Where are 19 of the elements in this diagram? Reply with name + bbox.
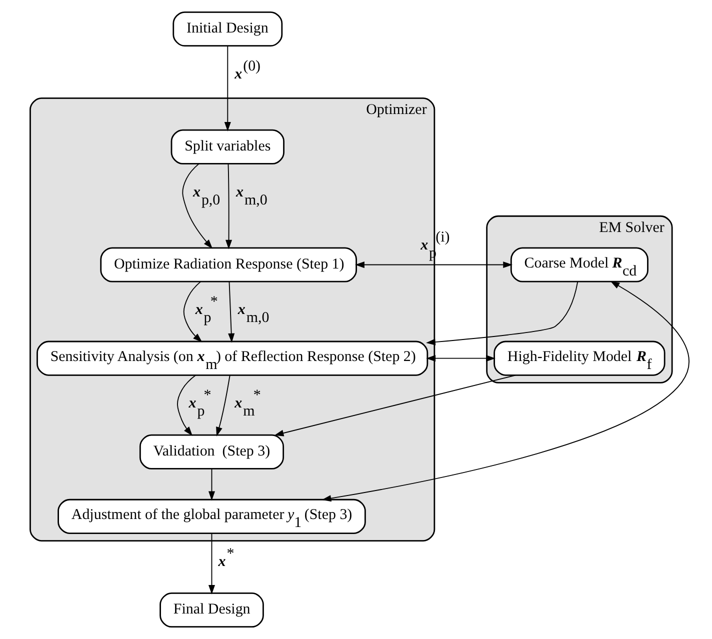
arrow: [208, 532, 216, 594]
arrow: [182, 163, 213, 249]
node-box: Optimize Radiation Response (Step 1): [100, 247, 357, 282]
arrow: [177, 374, 196, 436]
arrow: [322, 281, 690, 502]
arrow: [226, 163, 232, 250]
arrow: [426, 281, 578, 346]
arrow: [355, 261, 512, 268]
arrow: [274, 374, 516, 436]
arrow: [426, 355, 496, 362]
node-box: Final Design: [160, 592, 264, 628]
node-box: Initial Design: [172, 11, 283, 47]
arrow: [183, 281, 202, 342]
arrow: [208, 468, 216, 501]
node-box: Validation (Step 3): [139, 434, 284, 470]
arrow: [216, 374, 230, 436]
arrow: [228, 281, 235, 343]
node-box: Split variables: [170, 129, 284, 164]
arrow: [224, 46, 231, 132]
